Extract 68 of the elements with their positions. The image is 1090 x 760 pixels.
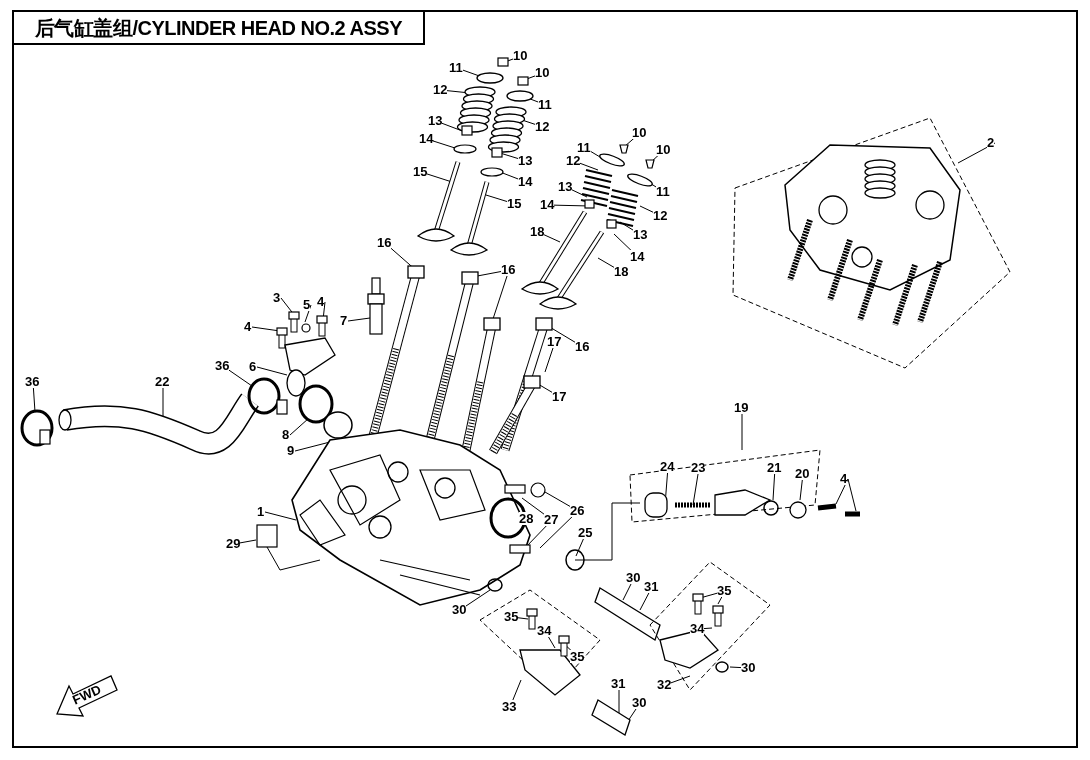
callout-number: 31 — [611, 677, 626, 690]
callout-number: 14 — [630, 250, 645, 263]
callout-number: 12 — [566, 154, 581, 167]
callout-number: 11 — [449, 61, 463, 74]
callout-number: 7 — [340, 314, 348, 327]
callout-number: 14 — [419, 132, 434, 145]
callout-number: 26 — [570, 504, 585, 517]
callout-number: 30 — [741, 661, 756, 674]
callout-number: 25 — [578, 526, 593, 539]
callout-number: 2 — [987, 136, 995, 149]
callout-number: 30 — [632, 696, 647, 709]
callout-number: 4 — [317, 295, 325, 308]
callout-number: 12 — [535, 120, 550, 133]
callout-number: 33 — [502, 700, 517, 713]
callout-number: 32 — [657, 678, 672, 691]
direction-label: FWD — [70, 682, 103, 707]
callout-number: 35 — [717, 584, 732, 597]
callout-number: 10 — [535, 66, 550, 79]
callout-number: 31 — [644, 580, 659, 593]
callout-number: 34 — [690, 622, 705, 635]
callout-number: 36 — [25, 375, 40, 388]
callout-number: 35 — [504, 610, 519, 623]
callout-number: 24 — [660, 460, 675, 473]
callout-number: 29 — [226, 537, 241, 550]
callout-number: 27 — [544, 513, 559, 526]
callout-number: 35 — [570, 650, 585, 663]
callout-number: 4 — [840, 472, 848, 485]
callout-number: 30 — [626, 571, 641, 584]
callout-number: 10 — [656, 143, 671, 156]
callout-number: 17 — [547, 335, 562, 348]
callout-number: 12 — [433, 83, 448, 96]
callout-number: 28 — [519, 512, 534, 525]
callout-number: 14 — [518, 175, 533, 188]
callout-number: 5 — [303, 298, 311, 311]
callout-number: 16 — [575, 340, 590, 353]
callout-number: 16 — [377, 236, 392, 249]
callout-number: 13 — [558, 180, 573, 193]
callout-number: 16 — [501, 263, 516, 276]
callout-number: 17 — [552, 390, 567, 403]
callout-number: 13 — [633, 228, 648, 241]
callout-number: 9 — [287, 444, 295, 457]
callout-number: 30 — [452, 603, 467, 616]
title: 后气缸盖组/CYLINDER HEAD NO.2 ASSY — [12, 10, 425, 45]
callout-number: 11 — [538, 98, 552, 111]
callout-number: 4 — [244, 320, 252, 333]
callout-number: 13 — [428, 114, 443, 127]
callout-number: 11 — [656, 185, 670, 198]
callout-number: 10 — [513, 49, 528, 62]
callout-number: 18 — [614, 265, 629, 278]
callout-number: 14 — [540, 198, 555, 211]
callout-number: 19 — [734, 401, 749, 414]
callout-number: 15 — [507, 197, 522, 210]
callout-number: 22 — [155, 375, 170, 388]
callout-number: 34 — [537, 624, 552, 637]
callout-number: 8 — [282, 428, 290, 441]
callout-number: 15 — [413, 165, 428, 178]
callout-number: 10 — [632, 126, 647, 139]
callout-number: 6 — [249, 360, 257, 373]
callout-number: 21 — [767, 461, 782, 474]
callout-number: 13 — [518, 154, 533, 167]
callout-number: 18 — [530, 225, 545, 238]
callout-number: 1 — [257, 505, 265, 518]
callout-number: 20 — [795, 467, 810, 480]
callout-number: 12 — [653, 209, 668, 222]
callout-number: 11 — [577, 141, 591, 154]
callout-number: 3 — [273, 291, 281, 304]
callout-number: 23 — [691, 461, 706, 474]
callout-number: 36 — [215, 359, 230, 372]
